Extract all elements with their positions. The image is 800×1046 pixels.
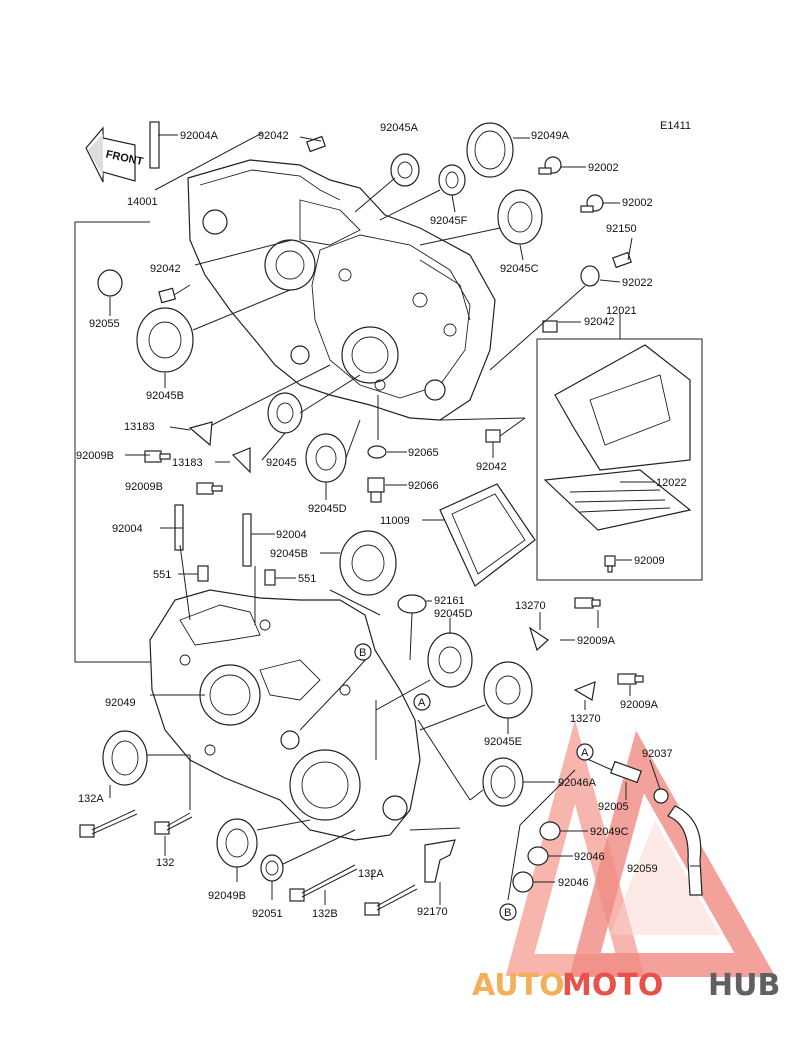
washer-92049C [539, 821, 561, 841]
part-label: 12021 [606, 305, 637, 317]
part-label: 13183 [172, 457, 203, 469]
part-label: 13270 [515, 600, 546, 612]
washer-92046a [527, 846, 549, 866]
part-label: 92042 [584, 316, 615, 328]
watermark-part1: AUTO [472, 968, 565, 1003]
part-label: 92009B [76, 450, 114, 462]
part-label: 13270 [570, 713, 601, 725]
watermark-part3: HUB [708, 968, 780, 1003]
part-label: 92045 [266, 457, 297, 469]
part-label: 92045B [270, 548, 308, 560]
part-label: 132A [358, 868, 384, 880]
part-label: 92045B [146, 390, 184, 402]
reed-valve-assembly [543, 344, 692, 531]
seal-92046A [482, 757, 524, 807]
part-label: 92049B [208, 890, 246, 902]
part-label: 92046A [558, 777, 597, 789]
part-label: 92046 [558, 877, 589, 889]
part-label: 92051 [252, 908, 283, 920]
part-label: 92022 [622, 277, 653, 289]
part-label: 92004 [112, 523, 143, 535]
part-label: 92045D [308, 503, 347, 515]
part-label: 14001 [127, 196, 158, 208]
part-label: 92037 [642, 748, 673, 760]
part-label: 92055 [89, 318, 120, 330]
part-label: 12022 [656, 477, 687, 489]
part-label: 132A [78, 793, 104, 805]
watermark-text: AUTO MOTO HUB [472, 968, 780, 1003]
part-label: 92009B [125, 481, 163, 493]
washer-92022 [580, 265, 600, 287]
lower-crankcase [149, 589, 421, 841]
part-label: 92004A [180, 130, 219, 142]
plug-92161 [397, 594, 427, 614]
fasteners [79, 121, 703, 916]
part-label: 92046 [574, 851, 605, 863]
seal-92049A [466, 122, 514, 178]
part-label: 92009A [620, 699, 659, 711]
callout-B1: B [359, 647, 366, 659]
leader-lines [109, 132, 700, 905]
seal-92049B [216, 818, 258, 868]
part-label: 132B [312, 908, 338, 920]
bearing-92045B-lower [339, 530, 397, 596]
part-label: 92009 [634, 555, 665, 567]
part-label: 92042 [150, 263, 181, 275]
callout-A2: A [581, 747, 589, 759]
part-label: 92049A [531, 130, 570, 142]
bearing-92045D-upper [305, 433, 347, 483]
part-label: 551 [298, 573, 316, 585]
part-label: 92059 [627, 863, 658, 875]
bearing-92045F [438, 164, 466, 196]
bearings-and-seals [97, 122, 600, 893]
part-label: 92170 [417, 906, 448, 918]
part-label: 132 [156, 857, 174, 869]
part-number-labels: 92004A 92042 14001 92045A 92049A 92002 9… [76, 122, 687, 920]
part-label: 92150 [606, 223, 637, 235]
bearing-92045C [497, 189, 543, 245]
callout-markers: A A B B [354, 643, 594, 921]
bearing-92045E [483, 661, 533, 719]
grouping-lines [74, 221, 703, 663]
part-label: 92005 [598, 801, 629, 813]
bearing-92045 [267, 392, 303, 434]
part-label: 92004 [276, 529, 307, 541]
watermark-part2: MOTO [562, 968, 663, 1003]
bearing-92045D-lower [427, 632, 473, 688]
part-label: 551 [153, 569, 171, 581]
upper-crankcase [187, 159, 496, 421]
gasket-11009 [439, 483, 536, 587]
part-label: 92009A [577, 635, 616, 647]
part-label: 92045F [430, 215, 468, 227]
part-label: 92045E [484, 736, 522, 748]
part-label: 92042 [476, 461, 507, 473]
part-label: 92161 [434, 595, 465, 607]
callout-A1: A [418, 697, 426, 709]
part-label: 92045C [500, 263, 539, 275]
part-label: 11009 [380, 515, 410, 527]
front-arrow-icon: FRONT [85, 126, 144, 183]
seal-92049 [102, 730, 148, 786]
part-label: 92045D [434, 608, 473, 620]
washer-92046b [512, 871, 534, 893]
part-label: 92002 [588, 162, 619, 174]
part-label: 92002 [622, 197, 653, 209]
part-label: 92065 [408, 447, 439, 459]
part-label: 92049 [105, 697, 136, 709]
part-label: 92042 [258, 130, 289, 142]
oring-92055 [97, 269, 123, 297]
bearing-92045A [390, 153, 420, 187]
figure-code: E1411 [660, 120, 691, 132]
part-label: 92066 [408, 480, 439, 492]
bearing-92045B-left [136, 307, 194, 373]
part-label: 92049C [590, 826, 629, 838]
ring-92051 [260, 854, 284, 882]
callout-B2: B [504, 907, 511, 919]
part-label: 13183 [124, 421, 155, 433]
part-label: 92045A [380, 122, 419, 134]
